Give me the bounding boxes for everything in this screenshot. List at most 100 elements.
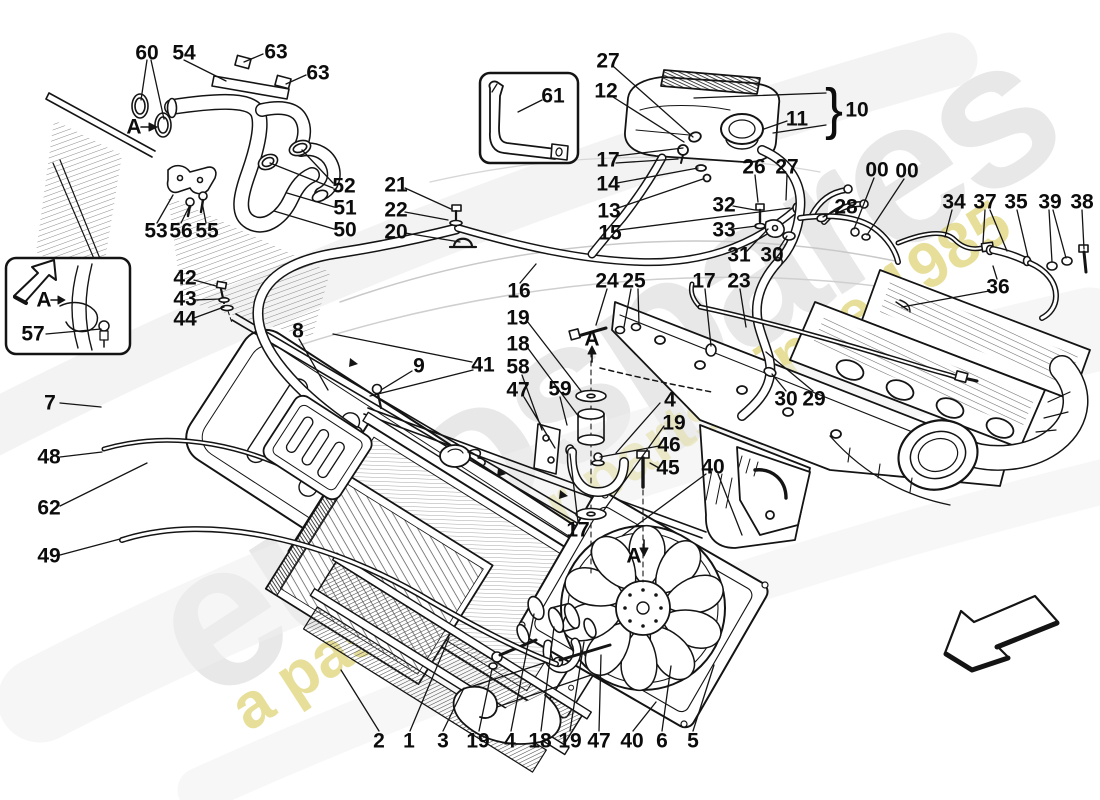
callout-1: 1 [403,729,415,753]
radiator-hose-assembly [131,54,341,233]
callout-44: 44 [173,307,197,331]
callout-21: 21 [384,173,408,197]
callout-60: 60 [135,41,159,65]
louvered-plate [262,394,373,501]
callout-38: 38 [1070,190,1094,214]
callout-10: 10 [845,98,869,122]
callout-30: 30 [760,243,784,267]
callout-17: 17 [692,269,716,293]
coolant-hoses [252,145,979,444]
callout-37: 37 [973,190,997,214]
callout-49: 49 [37,544,61,568]
callout-29: 29 [802,387,826,411]
callout-56: 56 [169,219,193,243]
callout-58: 58 [506,355,530,379]
callout-9: 9 [413,354,425,378]
rolled-duct [452,651,601,745]
view-label-A: A [626,544,642,568]
callout-36: 36 [986,275,1010,299]
callout-19: 19 [662,411,686,435]
callout-40: 40 [620,729,644,753]
callout-14: 14 [596,172,620,196]
callout-17: 17 [566,518,590,542]
intake-plenum [789,269,1091,506]
shroud-support-bracket [736,446,811,536]
callout-46: 46 [657,433,681,457]
callout-20: 20 [384,220,408,244]
callout-52: 52 [332,174,356,198]
callout-54: 54 [172,41,196,65]
callout-19: 19 [466,729,490,753]
callout-8: 8 [292,319,304,343]
view-label-A: A [126,115,142,139]
fan-mount-hardware [488,444,612,674]
callout-39: 39 [1038,190,1062,214]
callout-31: 31 [727,243,751,267]
callout-4: 4 [504,729,516,753]
callout-2: 2 [373,729,385,753]
view-label-A: A [584,327,600,351]
callout-5: 5 [687,729,699,753]
callout-47: 47 [587,729,611,753]
callout-6: 6 [656,729,668,753]
callout-7: 7 [44,391,56,415]
callout-25: 25 [622,269,646,293]
callout-11: 11 [785,107,809,131]
callout-59: 59 [548,377,572,401]
callout-32: 32 [712,193,736,217]
callout-48: 48 [37,445,61,469]
callout-24: 24 [595,269,619,293]
view-label-A: A [36,288,52,312]
callout-55: 55 [195,219,219,243]
callout-43: 43 [173,287,197,311]
callout-15: 15 [598,221,622,245]
callout-27: 27 [775,155,799,179]
callout-17: 17 [596,148,620,172]
callout-16: 16 [507,279,531,303]
callout-53: 53 [144,219,168,243]
leader-lines [45,53,1085,732]
view-arrows [50,122,649,557]
callout-18: 18 [528,729,552,753]
callout-40: 40 [701,455,725,479]
callout-30: 30 [774,387,798,411]
callout-62: 62 [37,496,61,520]
callout-34: 34 [942,190,966,214]
callout-51: 51 [333,196,357,220]
callout-12: 12 [594,79,618,103]
callout-13: 13 [597,199,621,223]
callout-57: 57 [21,322,45,346]
callout-26: 26 [742,155,766,179]
callout-35: 35 [1004,190,1028,214]
callout-41: 41 [471,353,495,377]
callout-33: 33 [712,218,736,242]
direction-arrow [943,594,1060,673]
radiator-sketch [36,92,330,338]
brace-group-10: } [824,77,844,141]
callout-47: 47 [506,378,530,402]
cooling-fan [518,491,769,728]
callout-61: 61 [541,84,565,108]
callout-18: 18 [506,332,530,356]
callout-00: 00 [865,158,889,182]
inset-detail-a [4,256,132,356]
callout-19: 19 [506,306,530,330]
callout-63: 63 [264,40,288,64]
header-tank [624,69,781,183]
callout-50: 50 [333,218,357,242]
callout-22: 22 [384,198,408,222]
radiator-mount-stack [533,322,650,583]
callout-23: 23 [727,269,751,293]
callout-4: 4 [664,388,676,412]
callout-45: 45 [656,456,680,480]
callout-27: 27 [596,49,620,73]
callout-42: 42 [173,266,197,290]
callout-3: 3 [437,729,449,753]
callout-63: 63 [306,61,330,85]
inset-bracket-61 [478,71,580,165]
callout-28: 28 [834,195,858,219]
mounting-rail [231,313,707,561]
callout-00: 00 [895,159,919,183]
